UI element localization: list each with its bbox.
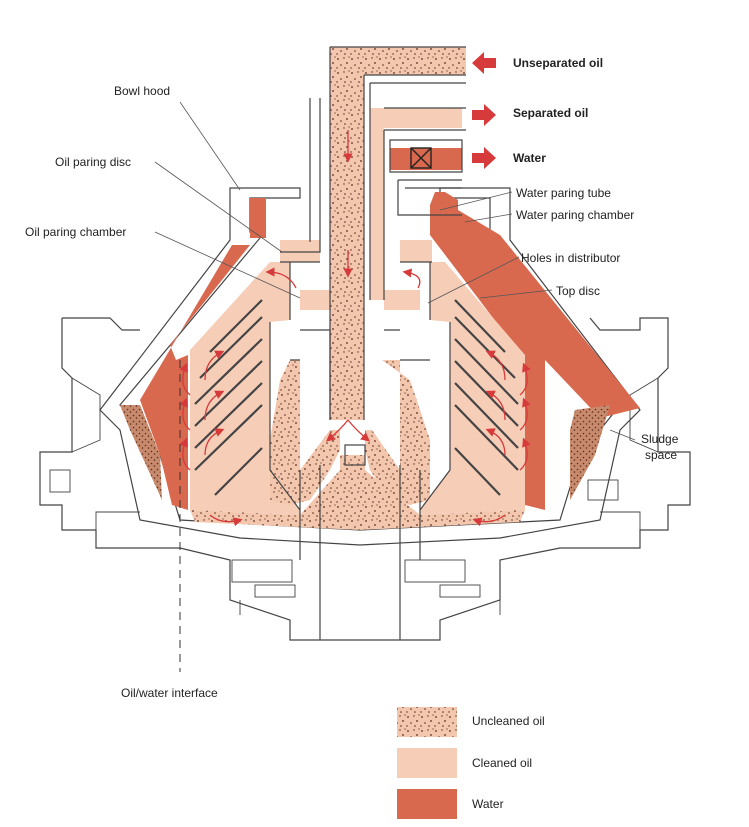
- label-holes-in-distributor: Holes in distributor: [521, 251, 620, 265]
- uncleaned-distributor-right: [365, 360, 430, 505]
- uncleaned-distributor-left: [270, 360, 340, 505]
- label-separated-oil: Separated oil: [513, 106, 588, 120]
- legend-swatch-cleaned: [397, 748, 457, 778]
- label-sludge-line2: space: [645, 448, 677, 462]
- sludge-right: [570, 405, 610, 500]
- sludge-left: [120, 405, 162, 500]
- labels: Bowl hood Oil paring disc Oil paring cha…: [25, 56, 679, 700]
- cleaned-oil-left: [190, 262, 300, 515]
- label-unseparated-oil: Unseparated oil: [513, 56, 603, 70]
- paring-chamber-right: [384, 290, 420, 310]
- cleaned-oil-right: [420, 262, 525, 515]
- water-cone-left: [140, 245, 250, 510]
- flow-arrows: [179, 130, 531, 527]
- label-oil-paring-chamber: Oil paring chamber: [25, 225, 126, 239]
- water-outlet: [390, 148, 462, 170]
- label-water-outlet: Water: [513, 151, 546, 165]
- leader-lines: [154, 101, 636, 672]
- label-water-paring-chamber: Water paring chamber: [516, 208, 634, 222]
- label-oil-paring-disc: Oil paring disc: [55, 155, 131, 169]
- legend-swatch-water: [397, 789, 457, 819]
- water-valve-icon: [410, 147, 432, 169]
- separated-oil-arrow: [472, 104, 496, 126]
- water-arrow: [472, 147, 496, 169]
- separated-oil-pipe: [370, 108, 462, 128]
- water-hood-left: [250, 198, 266, 238]
- label-water-paring-tube: Water paring tube: [516, 186, 611, 200]
- legend-label-cleaned: Cleaned oil: [472, 756, 532, 770]
- legend: Uncleaned oil Cleaned oil Water: [397, 707, 545, 819]
- separated-oil-riser: [370, 108, 384, 300]
- cleaned-oil-regions: [190, 108, 525, 515]
- label-sludge-line1: Sludge: [641, 432, 679, 446]
- label-oil-water-interface: Oil/water interface: [121, 686, 218, 700]
- cleaned-oil-channel-left: [280, 240, 320, 262]
- disc-stack: [194, 299, 519, 496]
- uncleaned-bottom-band: [190, 455, 525, 530]
- frame-housing: [39, 317, 691, 641]
- cleaned-oil-channel-right: [400, 240, 432, 262]
- label-bowl-hood: Bowl hood: [114, 84, 170, 98]
- water-cone-right: [430, 192, 640, 510]
- legend-label-uncleaned: Uncleaned oil: [472, 714, 545, 728]
- io-arrows: [472, 52, 496, 169]
- internal-structure: [269, 46, 466, 640]
- label-top-disc: Top disc: [556, 284, 600, 298]
- legend-swatch-uncleaned: [397, 707, 457, 737]
- unseparated-oil-arrow: [472, 52, 496, 74]
- water-regions: [140, 148, 640, 510]
- paring-chamber-left: [300, 290, 330, 310]
- legend-label-water: Water: [472, 797, 504, 811]
